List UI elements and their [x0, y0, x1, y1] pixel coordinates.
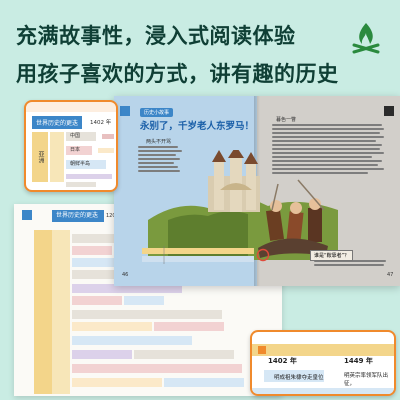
timeline-band — [72, 270, 132, 279]
timeline-band — [134, 350, 234, 359]
callout-title: 世界历史的更迭 — [32, 116, 83, 129]
left-subheading: 两头不开骂 — [146, 139, 172, 145]
year-label-2: 1449 年 — [344, 357, 373, 365]
timeline-region-column — [34, 230, 52, 394]
timeline-country-column — [52, 230, 70, 394]
timeline-bar — [252, 344, 394, 356]
highlight-circle-icon — [256, 248, 270, 262]
region-row: 朝鲜半岛 — [66, 160, 106, 169]
page-corner-marker — [120, 106, 130, 116]
timeline-band — [72, 234, 142, 243]
page-corner-marker — [22, 210, 32, 220]
year-label-1: 1402 年 — [268, 357, 297, 365]
year-detail-callout: 1402 年 1449 年 明成祖朱棣夺走皇位 明英宗率领军队出征， “土木之变… — [250, 330, 396, 396]
timeline-page-heading: 世界历史的更迭 — [52, 210, 104, 222]
region-row: 中国 — [66, 132, 96, 141]
headline-line-2: 用孩子喜欢的方式，讲有趣的历史 — [16, 62, 339, 86]
timeline-band — [72, 378, 162, 387]
timeline-band — [72, 246, 112, 255]
timeline-band — [72, 350, 132, 359]
timeline-band — [72, 322, 152, 331]
bottom-band — [252, 388, 394, 394]
timeline-band — [164, 378, 244, 387]
callout-year: 1402 年 — [90, 120, 112, 126]
page-number-left: 46 — [122, 272, 129, 278]
page-number-right: 47 — [387, 272, 394, 278]
region-row: 日本 — [66, 146, 92, 155]
story-title: 永别了，千岁老人东罗马！ — [140, 121, 255, 132]
callout-top-band — [26, 102, 116, 112]
info-box-label: 谁是“鞍靠者”？ — [310, 250, 354, 261]
right-subheading: 暮色一瞥 — [276, 117, 297, 123]
left-page-timeline-strip — [142, 246, 254, 264]
country-column — [50, 132, 64, 182]
timeline-band — [72, 296, 122, 305]
timeline-segment — [66, 182, 96, 187]
castle-horsemen-illustration — [148, 150, 338, 260]
event-text-1: 明成祖朱棣夺走皇位 — [274, 375, 324, 381]
timeline-band — [72, 336, 192, 345]
timeline-segment — [66, 174, 112, 179]
timeline-band — [72, 310, 222, 319]
book-spread: 历史小故事 永别了，千岁老人东罗马！ 两头不开骂 暮色一瞥 — [114, 96, 400, 286]
timeline-band — [72, 284, 182, 293]
region-label: 亚洲 — [32, 132, 48, 182]
event-band-1 — [264, 370, 324, 382]
page-corner-marker — [384, 106, 394, 116]
timeline-segment — [102, 134, 114, 139]
timeline-zoom-callout: 世界历史的更迭 1402 年 亚洲 中国 日本 朝鲜半岛 — [24, 100, 118, 192]
timeline-band — [124, 296, 164, 305]
timeline-band — [72, 364, 242, 373]
story-label: 历史小故事 — [140, 108, 174, 117]
timeline-band — [154, 322, 224, 331]
headline-line-1: 充满故事性，浸入式阅读体验 — [16, 24, 296, 48]
timeline-segment — [98, 148, 114, 153]
bar-marker — [258, 346, 266, 354]
campfire-logo-icon — [352, 23, 380, 54]
